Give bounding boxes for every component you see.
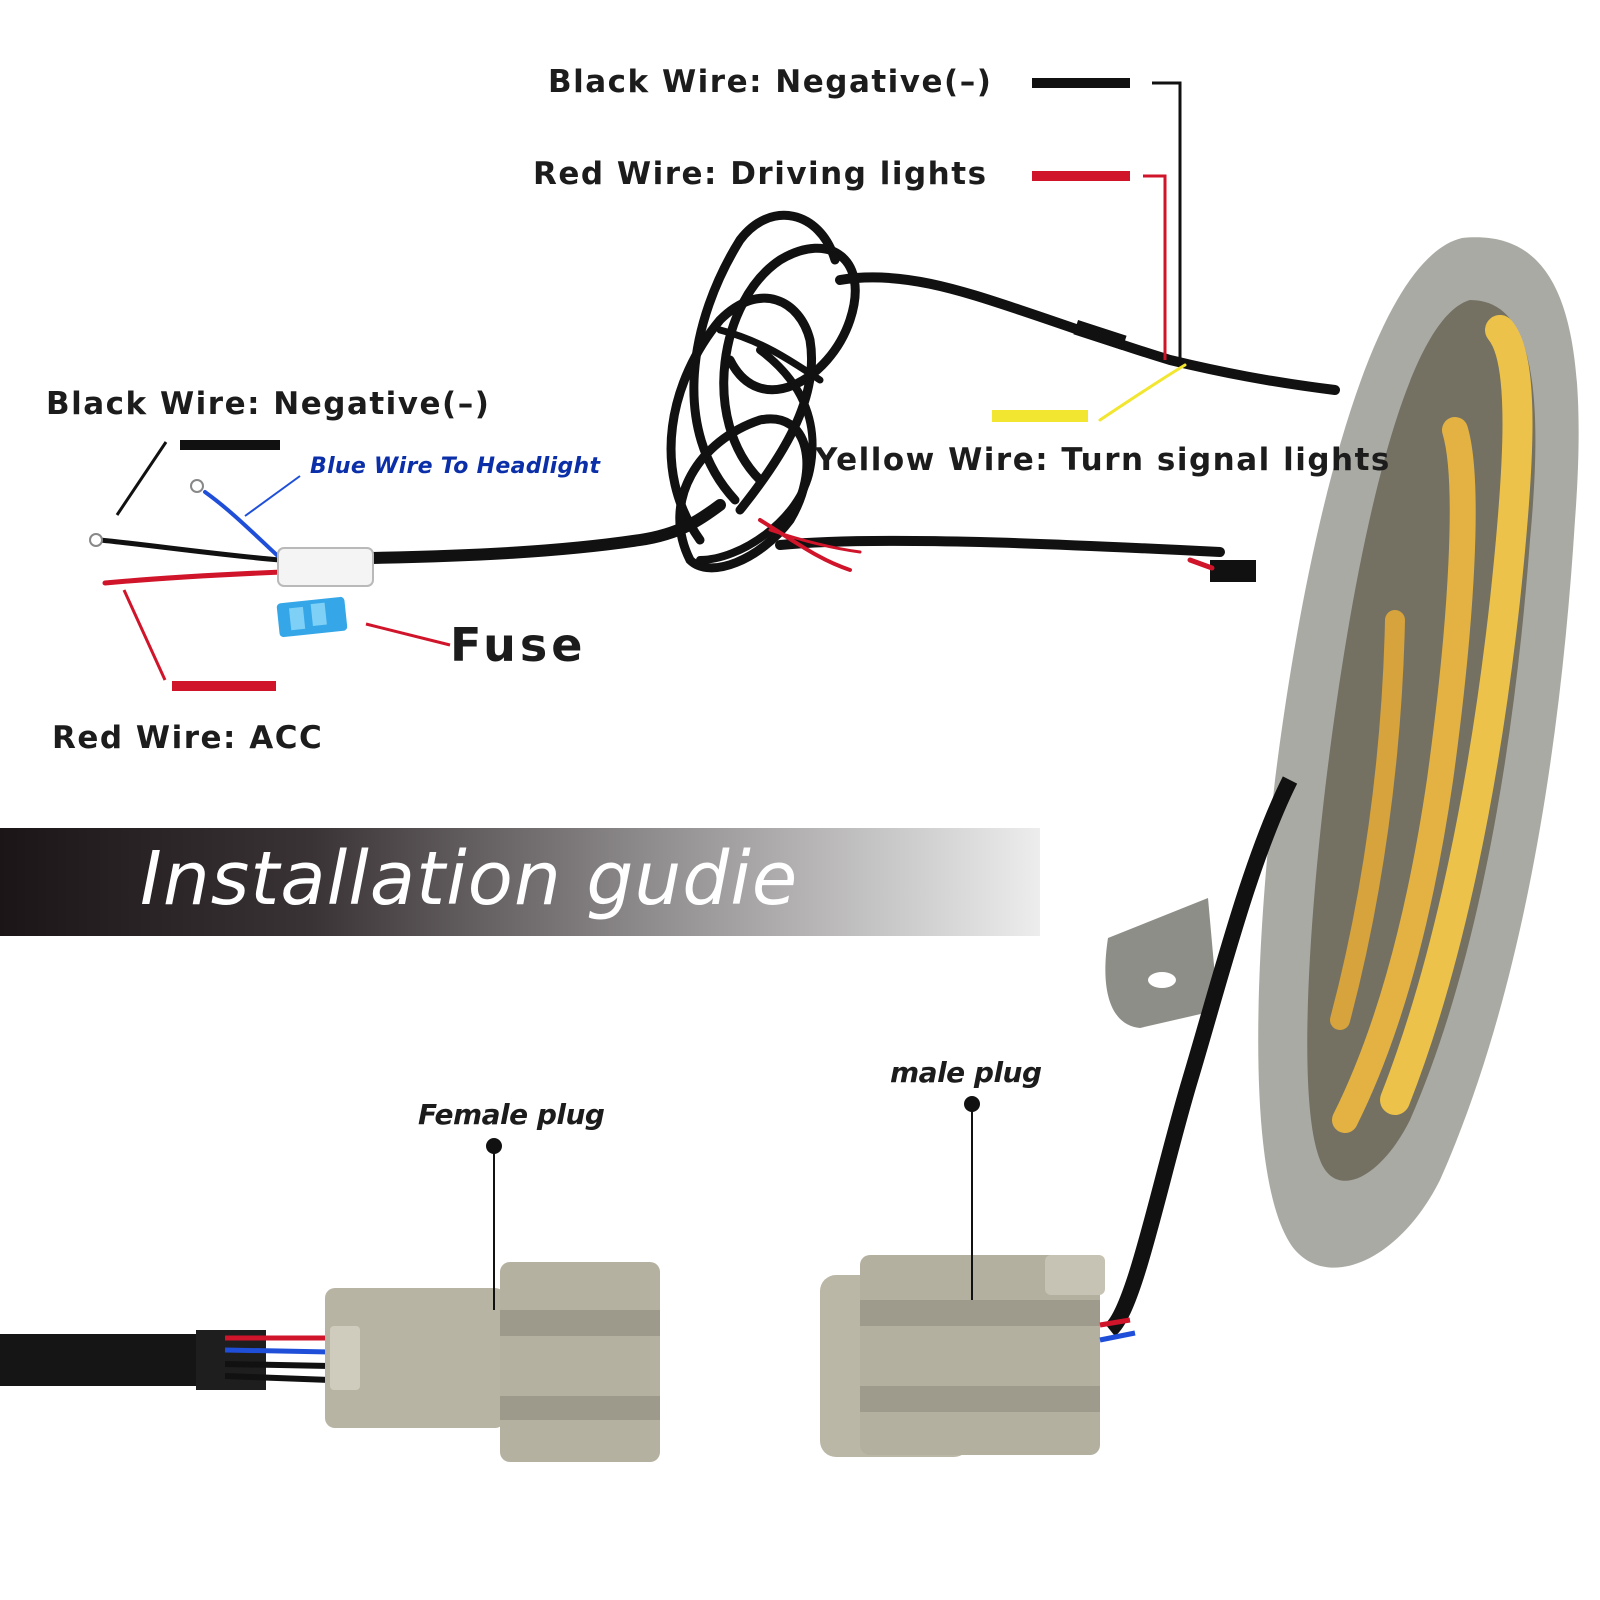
male-connector-icon [820,776,1298,1457]
black-wire-left-label: Black Wire: Negative(–) [46,386,491,422]
installation-banner: Installation gudie [0,828,1040,936]
red-wire-driving-label: Red Wire: Driving lights [533,156,988,192]
wire-harness-icon [89,210,1340,587]
fuse-icon [276,596,348,638]
plug-leaders [486,1096,980,1310]
led-lamp-icon [1105,237,1579,1268]
leader-lines [115,78,1182,691]
black-wire-top-label: Black Wire: Negative(–) [548,64,993,100]
banner-title: Installation gudie [140,836,799,922]
blue-wire-label: Blue Wire To Headlight [310,454,601,479]
male-plug-label: male plug [890,1056,1042,1089]
yellow-wire-label: Yellow Wire: Turn signal lights [815,442,1391,478]
red-wire-acc-label: Red Wire: ACC [52,720,324,756]
fuse-label: Fuse [450,618,587,672]
female-connector-icon [0,1262,660,1462]
female-plug-label: Female plug [418,1098,605,1131]
